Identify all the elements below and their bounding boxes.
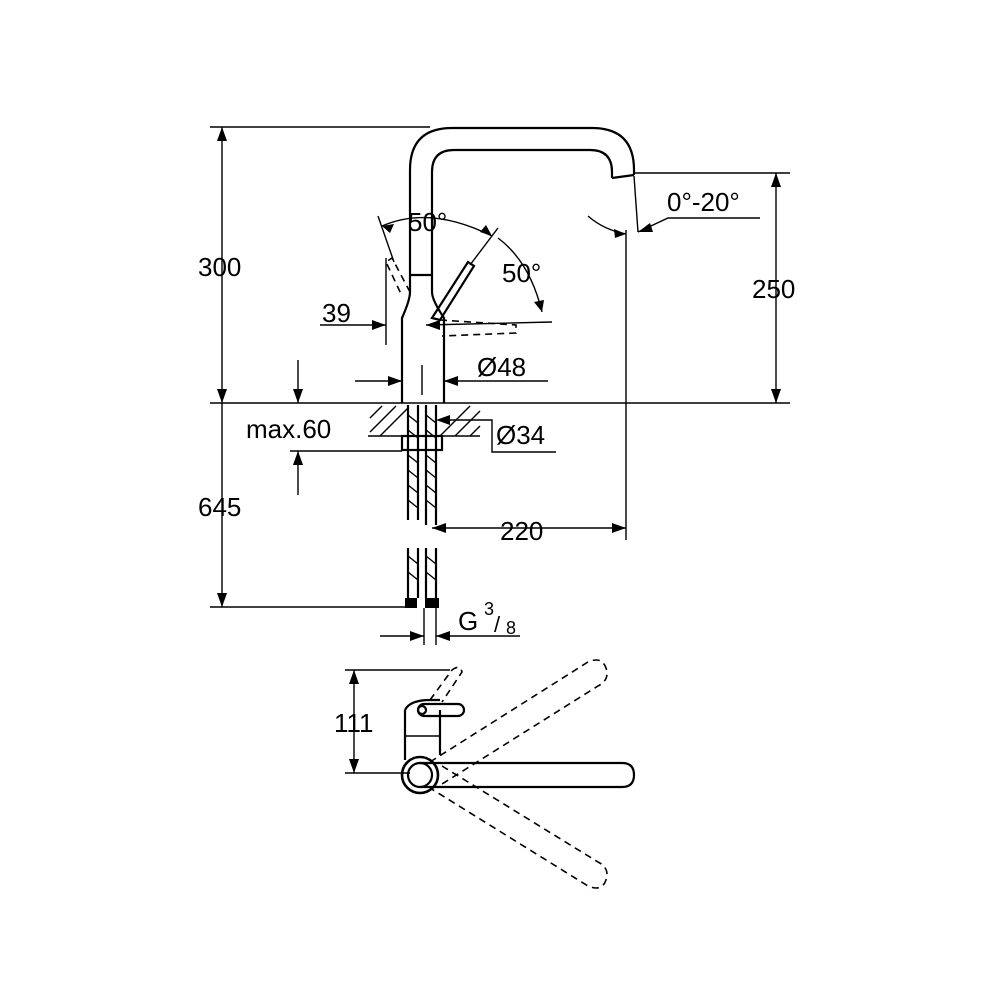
hose-braiding-upper: [407, 414, 437, 509]
spout-outer-edge: [408, 126, 636, 292]
dim-220-label: 220: [500, 516, 543, 546]
dim-angle-right-label: 50°: [502, 258, 541, 288]
dim-max60-label: max.60: [246, 414, 331, 444]
dim-111-label: 111: [334, 708, 374, 738]
hoses-lower: [406, 548, 438, 598]
lever-left-position: [384, 256, 411, 297]
top-lever-pivot: [416, 704, 428, 716]
dim-thread-label: G 3 / 8: [458, 599, 516, 638]
top-spout: [420, 761, 636, 789]
faucet-side-view: [384, 126, 636, 403]
hose-fitting-right: [425, 598, 439, 608]
deck-hatching: [369, 405, 481, 437]
svg-text:G: G: [458, 606, 478, 636]
top-base-inner: [406, 761, 434, 789]
top-lever-rotated: [429, 666, 463, 703]
hose-braiding-lower: [407, 555, 437, 581]
svg-text:8: 8: [506, 618, 516, 638]
dim-d48-label: Ø48: [477, 352, 526, 382]
mounting-nut: [400, 434, 444, 452]
hose-fitting-left: [405, 598, 417, 608]
hoses-upper: [406, 405, 438, 525]
top-spout-rotated-up: [429, 659, 608, 785]
dim-d34-label: Ø34: [496, 420, 545, 450]
top-body: [403, 698, 442, 760]
dim-300-label: 300: [198, 252, 241, 282]
dim-angle-left-label: 50°: [408, 207, 447, 237]
dim-250-label: 250: [752, 274, 795, 304]
top-base-outer: [400, 755, 440, 795]
lever-forward-position: [439, 319, 517, 337]
dimension-lines: [210, 126, 790, 645]
dim-spout-angle-label: 0°-20°: [667, 187, 740, 217]
svg-text:3: 3: [484, 599, 494, 619]
faucet-top-view: [345, 659, 636, 889]
deck-mounting: [210, 402, 790, 608]
dim-39-label: 39: [322, 298, 351, 328]
svg-text:/: /: [494, 612, 501, 637]
dim-645-label: 645: [198, 492, 241, 522]
body-taper: [400, 291, 446, 403]
lever: [430, 260, 476, 322]
spout-inner-edge: [430, 148, 614, 292]
top-spout-rotated-down: [429, 765, 608, 889]
dimension-labels: 300 250 50° 50° 0°-20° 39 Ø48 Ø34 max.60…: [198, 187, 795, 738]
spout-outlet: [611, 173, 635, 180]
